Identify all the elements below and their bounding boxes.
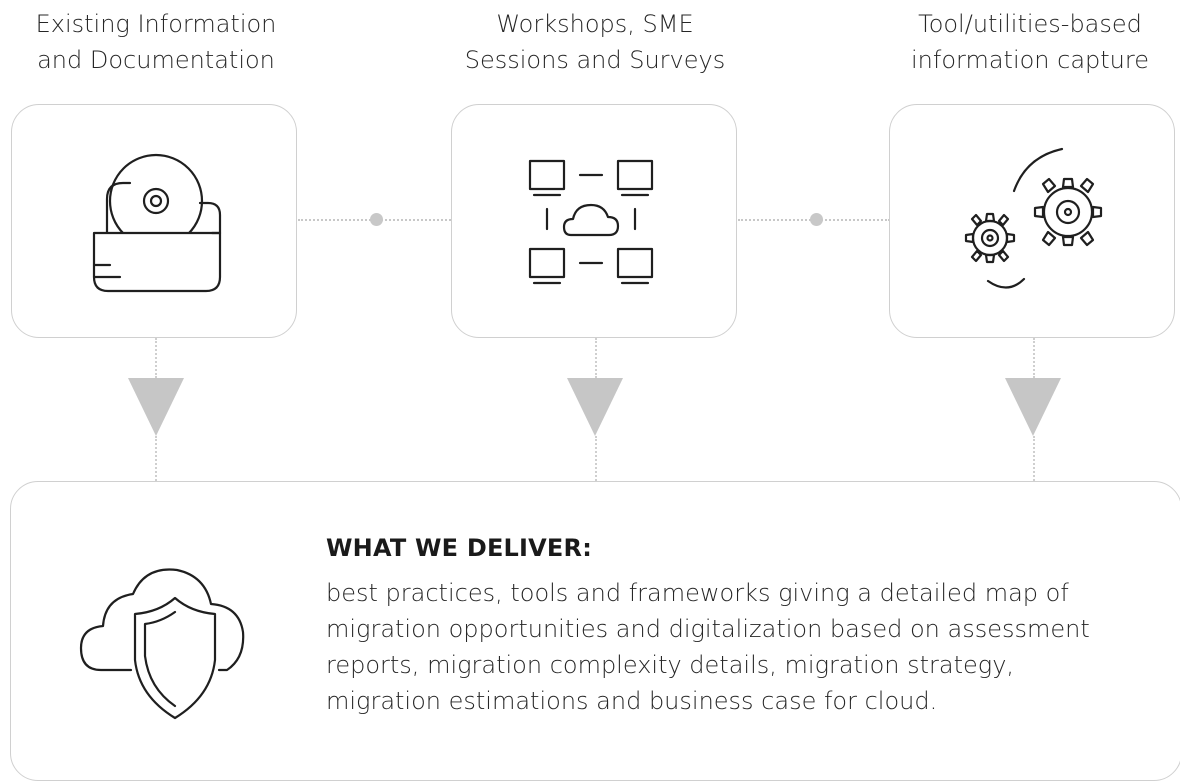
card-existing-information bbox=[11, 104, 297, 338]
column-title-tool-capture: Tool/utilities-based information capture bbox=[910, 10, 1149, 74]
deliver-card bbox=[10, 481, 1180, 781]
vline-3-bottom bbox=[1033, 436, 1035, 481]
gears-icon bbox=[964, 147, 1103, 289]
deliver-body: best practices, tools and frameworks giv… bbox=[326, 579, 1090, 715]
card-workshops bbox=[451, 104, 737, 338]
column-title-workshops: Workshops, SME Sessions and Surveys bbox=[464, 10, 726, 74]
vline-3-top bbox=[1033, 338, 1035, 378]
deliver-heading: WHAT WE DELIVER: bbox=[326, 534, 593, 562]
arrow-down-3 bbox=[1005, 378, 1061, 436]
cloud-shield-icon bbox=[79, 568, 245, 720]
arrow-down-2 bbox=[567, 378, 623, 436]
vline-1-top bbox=[155, 338, 157, 378]
vline-2-bottom bbox=[595, 436, 597, 481]
network-cloud-icon bbox=[528, 159, 654, 285]
column-title-existing-information: Existing Information and Documentation bbox=[35, 10, 277, 74]
vline-2-top bbox=[595, 338, 597, 378]
vline-1-bottom bbox=[155, 436, 157, 481]
card-tool-capture bbox=[889, 104, 1175, 338]
disc-folder-icon bbox=[92, 153, 222, 293]
arrow-down-1 bbox=[128, 378, 184, 436]
connector-dot-2 bbox=[810, 213, 823, 226]
connector-dot-1 bbox=[370, 213, 383, 226]
